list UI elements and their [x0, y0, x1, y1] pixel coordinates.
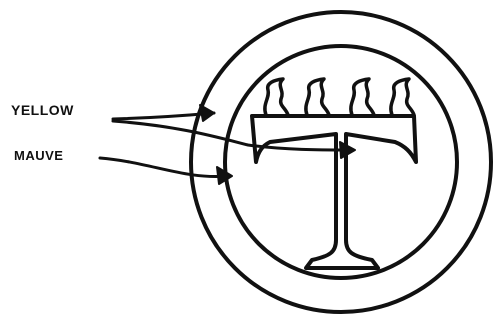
mauve-label: MAUVE: [14, 148, 63, 163]
flame-2: [306, 79, 329, 115]
flame-3: [351, 79, 374, 115]
letter-t: [252, 116, 416, 268]
flame-4: [391, 79, 414, 115]
yellow-label: YELLOW: [11, 102, 74, 118]
arrowhead-outer-ring: [200, 105, 214, 121]
inner-ring: [225, 46, 457, 278]
flame-1: [265, 79, 288, 115]
flames: [265, 79, 414, 115]
mauve-arrow: [100, 158, 228, 177]
